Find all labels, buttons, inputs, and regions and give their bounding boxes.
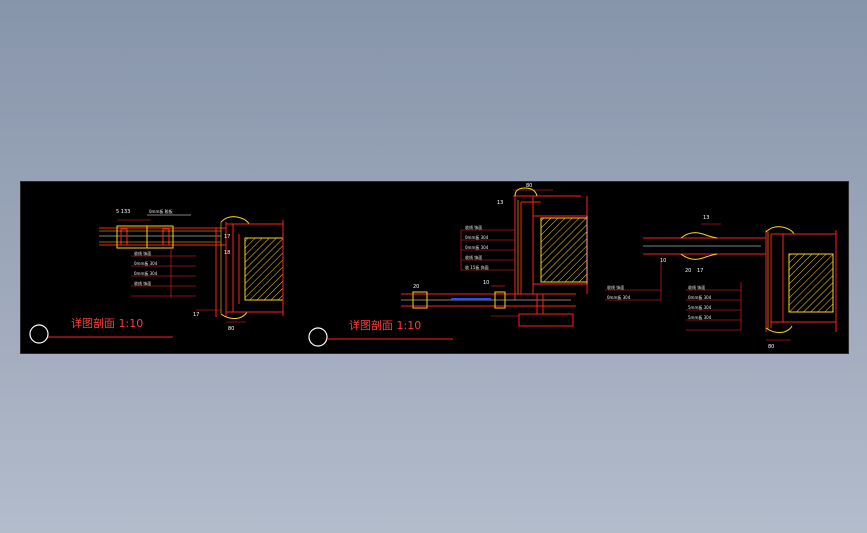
dim-left-17b: 17 [193, 312, 199, 318]
note-right-1: 收线 饰面 [607, 284, 624, 290]
middle-detail [401, 187, 588, 327]
section-title-left: 详图剖面 1:10 [71, 316, 143, 330]
note-mid-2: 0mm板 304 [465, 234, 489, 240]
note-mid-4: 收线 饰面 [465, 254, 482, 260]
dim-right-20: 20 [685, 268, 691, 274]
section-marker-right [308, 327, 453, 347]
note-left-top: 0mm板 胶板 [149, 208, 173, 214]
note-right-5: 5mm板 304 [688, 304, 712, 310]
note-mid-3: 0mm板 304 [465, 244, 489, 250]
section-marker-left [29, 324, 173, 344]
note-left-1: 收线 饰面 [134, 250, 151, 256]
left-detail [99, 214, 284, 323]
note-right-6: 5mm板 304 [688, 314, 712, 320]
right-detail [605, 223, 837, 341]
dim-right-80: 80 [768, 344, 774, 350]
note-right-3: 收线 饰面 [688, 284, 705, 290]
cad-drawing: 5 133 0mm板 胶板 17 18 80 17 收线 饰面 0mm板 304… [29, 183, 837, 350]
dim-right-17: 17 [697, 268, 703, 274]
dim-left-80: 80 [228, 326, 234, 332]
note-mid-1: 收线 饰面 [465, 224, 482, 230]
dim-mid-20: 20 [413, 284, 419, 290]
dim-left-top: 5 133 [116, 209, 130, 215]
note-right-2: 0mm板 304 [607, 294, 631, 300]
note-left-4: 收线 饰面 [134, 280, 151, 286]
cad-drawing-canvas[interactable]: 5 133 0mm板 胶板 17 18 80 17 收线 饰面 0mm板 304… [20, 181, 849, 354]
section-title-right: 详图剖面 1:10 [349, 318, 421, 332]
dim-right-10: 10 [660, 258, 666, 264]
note-right-4: 0mm板 304 [688, 294, 712, 300]
note-mid-5: 收 15板 饰面 [465, 264, 489, 270]
dim-right-13: 13 [703, 215, 709, 221]
dim-left-18: 18 [224, 250, 230, 256]
dim-mid-80-top: 80 [526, 183, 532, 189]
note-left-2: 0mm板 304 [134, 260, 158, 266]
dim-mid-10: 10 [483, 280, 489, 286]
dim-mid-13: 13 [497, 200, 503, 206]
note-left-3: 0mm板 304 [134, 270, 158, 276]
dim-left-17: 17 [224, 234, 230, 240]
